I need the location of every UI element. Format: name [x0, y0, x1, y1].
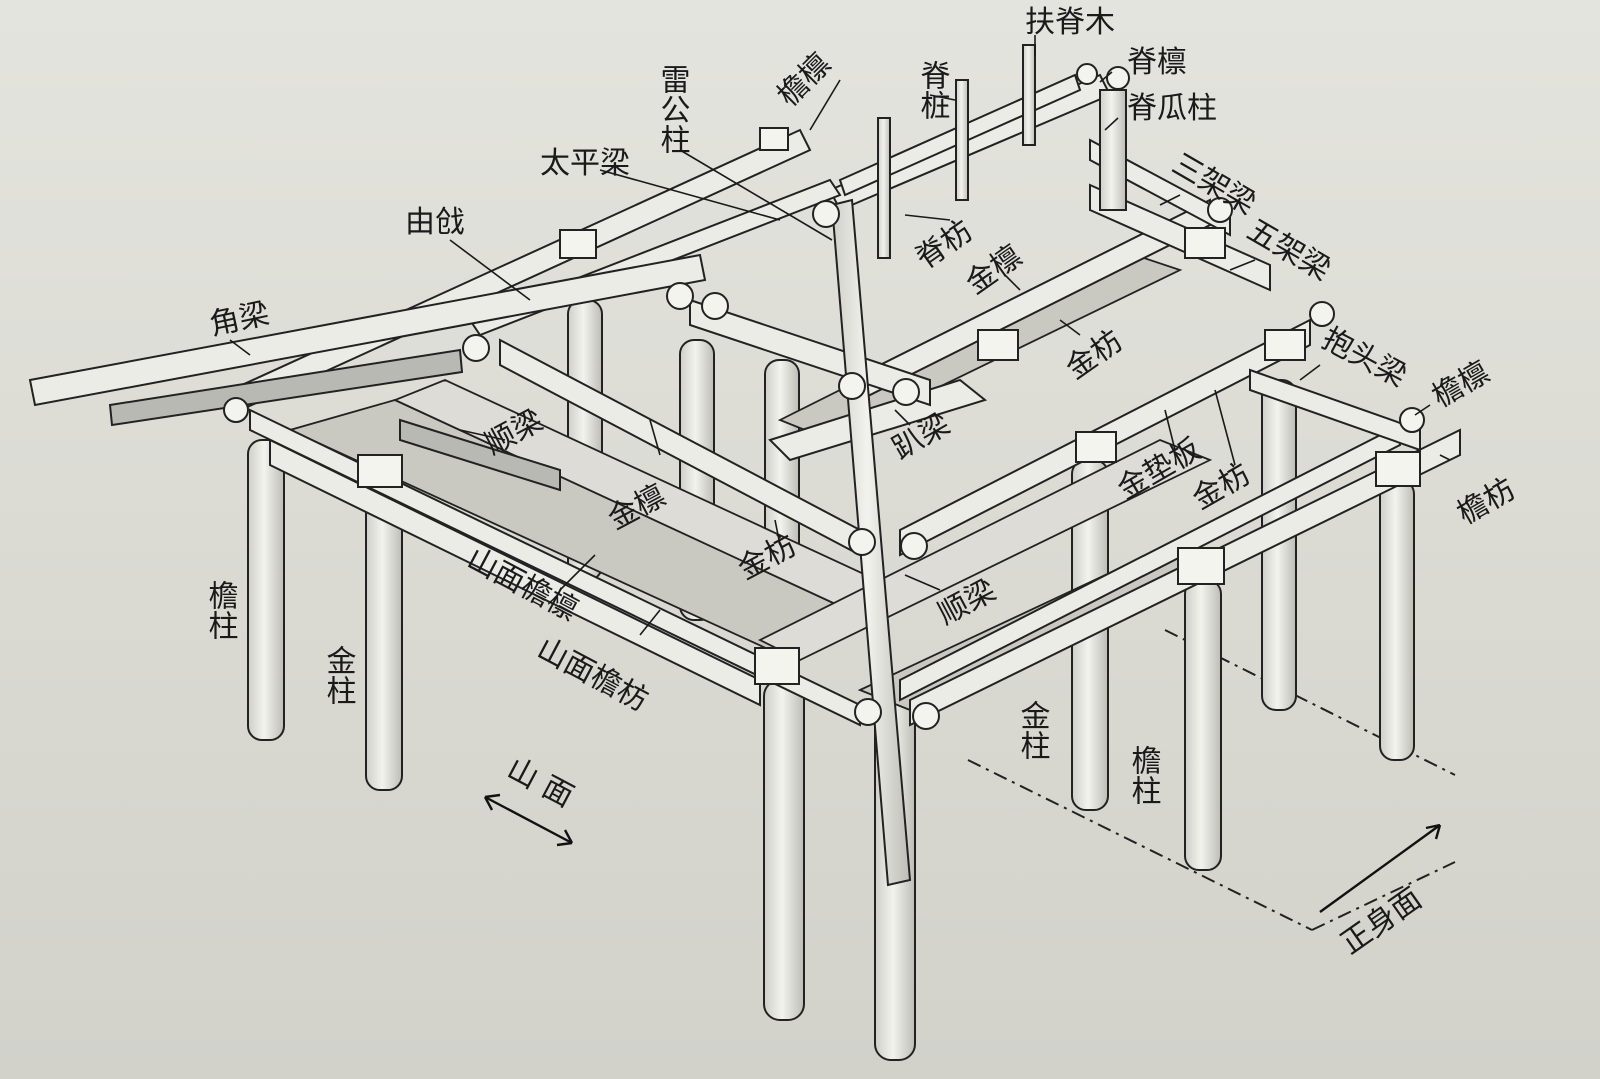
label-shan-mian: 山 面: [501, 751, 579, 815]
jiao-liang-lower: [108, 348, 464, 427]
label-fu-ji-mu: 扶脊木: [1025, 5, 1115, 40]
label-bao-tou-liang: 抱头梁: [1316, 321, 1412, 394]
label-ji-gua-zhu: 脊瓜柱: [1127, 91, 1217, 126]
post-caps: [357, 127, 1421, 685]
label-lei-gong-zhu: 雷公柱: [655, 64, 690, 154]
label-you-qiang: 由戗: [405, 205, 465, 240]
leader-lines: [229, 35, 1451, 636]
zheng-shen-mian-arrow: [1319, 823, 1442, 913]
bao-tou-liang-beam: [1249, 368, 1421, 452]
label-yan-lin-right: 檐檩: [1427, 355, 1496, 415]
right-yan-lin-beam: [899, 423, 1401, 702]
label-zheng-shen-mian: 正身面: [1335, 881, 1429, 961]
shan-mian-yan-fang-beam: [269, 438, 761, 707]
label-ji-zhuang: 脊桩: [915, 60, 951, 120]
jiao-liang-beam: [28, 253, 707, 407]
label-yan-zhu-right: 檐柱: [1126, 745, 1161, 805]
label-jin-zhu-right: 金柱: [1015, 700, 1051, 760]
label-yan-zhu-left: 檐柱: [203, 580, 238, 640]
columns: [247, 299, 1415, 1061]
jin-zhu-left-post: [365, 489, 403, 791]
yan-zhu-left-post: [247, 439, 285, 741]
label-jin-zhu-left: 金柱: [321, 645, 357, 705]
shun-liang-left-beam: [399, 418, 561, 492]
front-corner-post: [763, 679, 805, 1021]
label-tai-ping-liang: 太平梁: [540, 146, 630, 181]
label-yan-fang-right: 檐枋: [1452, 472, 1521, 532]
right-post-4: [1379, 479, 1415, 761]
ji-zhuang-stubs: [877, 44, 1127, 259]
label-jin-fang-upper: 金枋: [1060, 323, 1129, 386]
yan-zhu-right-post: [1184, 579, 1222, 871]
shan-mian-arrow: [483, 793, 574, 847]
beams: [28, 73, 1461, 727]
label-ji-lin: 脊檩: [1127, 45, 1187, 80]
label-yan-lin-top: 檐檩: [771, 46, 838, 113]
log-ends: [223, 63, 1425, 730]
shan-mian-yan-lin-beam: [249, 408, 861, 727]
